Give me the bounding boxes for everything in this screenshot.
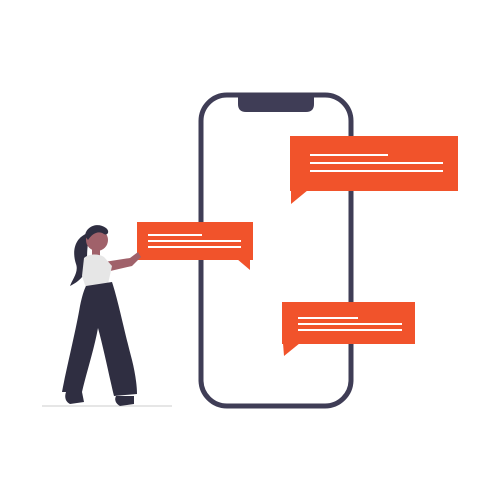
chat-bubble-icon bbox=[137, 222, 253, 270]
shirt bbox=[82, 254, 112, 288]
right-shoe bbox=[115, 396, 134, 406]
pants bbox=[62, 282, 137, 396]
left-shoe bbox=[65, 392, 84, 404]
chat-bubble-icon bbox=[282, 302, 415, 356]
chat-bubble-icon bbox=[290, 136, 458, 204]
person-icon bbox=[62, 225, 141, 406]
arm bbox=[104, 252, 141, 272]
phone-notch bbox=[238, 96, 314, 112]
hair bbox=[70, 233, 90, 286]
